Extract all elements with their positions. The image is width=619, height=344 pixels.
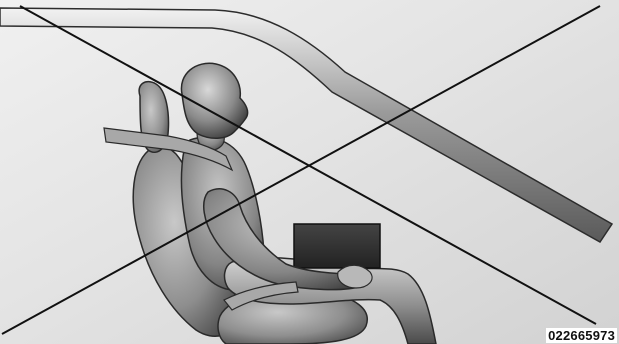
figure-code: 022665973 — [546, 328, 617, 343]
occupant-hand — [338, 265, 372, 288]
lap-object-box — [294, 224, 380, 268]
